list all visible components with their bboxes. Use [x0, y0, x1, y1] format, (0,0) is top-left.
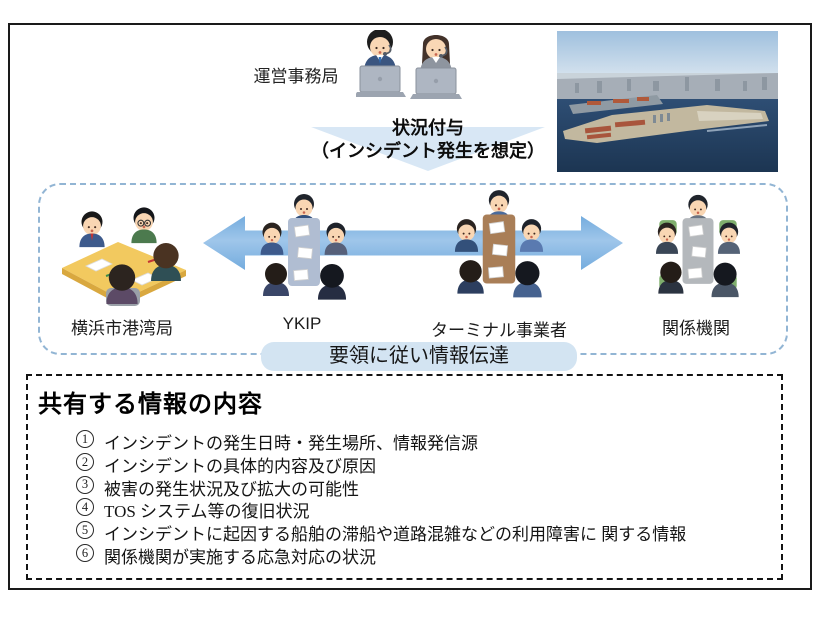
group-label-agencies: 関係機関 [662, 319, 730, 338]
circled-number: 1 [76, 430, 94, 448]
list-item: 4 TOS システム等の復旧状況 [76, 497, 781, 522]
group-label-terminal: ターミナル事業者 [431, 321, 567, 340]
circled-number: 5 [76, 521, 94, 540]
port-aerial-photo [557, 31, 778, 172]
meeting-illustration-agencies [638, 188, 758, 316]
situation-line1: 状況付与 [392, 118, 464, 138]
circled-number: 3 [76, 475, 94, 494]
transfer-method-badge: 要領に従い情報伝達 [261, 342, 577, 371]
list-item: 2 インシデントの具体的内容及び原因 [76, 452, 781, 476]
shared-info-box: 共有する情報の内容 1 インシデントの発生日時・発生場所、情報発信源 2 インシ… [26, 374, 783, 580]
list-item: 6 関係機関が実施する応急対応の状況 [76, 543, 781, 567]
list-item: 1 インシデントの発生日時・発生場所、情報発信源 [76, 429, 781, 453]
shared-info-list: 1 インシデントの発生日時・発生場所、情報発信源 2 インシデントの具体的内容及… [76, 429, 781, 567]
list-item-text: TOS システム等の復旧状況 [104, 502, 310, 522]
list-item-text: 関係機関が実施する応急対応の状況 [104, 547, 376, 567]
circled-number: 4 [76, 498, 94, 517]
group-label-port-bureau: 横浜市港湾局 [71, 319, 173, 338]
meeting-illustration-port-bureau [48, 190, 198, 316]
call-center-operators-icon [356, 30, 462, 99]
bidirectional-arrow-icon [203, 216, 623, 270]
situation-text: 状況付与 （インシデント発生を想定） [258, 117, 598, 163]
list-item-text: インシデントに起因する船舶の滞船や道路混雑などの利用障害に 関する情報 [104, 525, 687, 545]
list-item-text: 被害の発生状況及び拡大の可能性 [104, 479, 359, 499]
slide-border [8, 23, 812, 590]
meeting-illustration-ykip [242, 188, 366, 318]
situation-down-arrow-icon [311, 127, 545, 171]
group-label-ykip: YKIP [282, 314, 322, 333]
list-item: 5 インシデントに起因する船舶の滞船や道路混雑などの利用障害に 関する情報 [76, 520, 781, 545]
list-item-text: インシデントの具体的内容及び原因 [104, 456, 376, 476]
list-item: 3 被害の発生状況及び拡大の可能性 [76, 475, 781, 499]
secretariat-label: 運営事務局 [253, 67, 339, 86]
circled-number: 6 [76, 543, 94, 562]
circled-number: 2 [76, 452, 94, 471]
meeting-illustration-terminal [436, 184, 562, 316]
list-item-text: インシデントの発生日時・発生場所、情報発信源 [104, 434, 478, 453]
shared-info-title: 共有する情報の内容 [38, 391, 263, 418]
situation-line2: （インシデント発生を想定） [311, 141, 545, 161]
